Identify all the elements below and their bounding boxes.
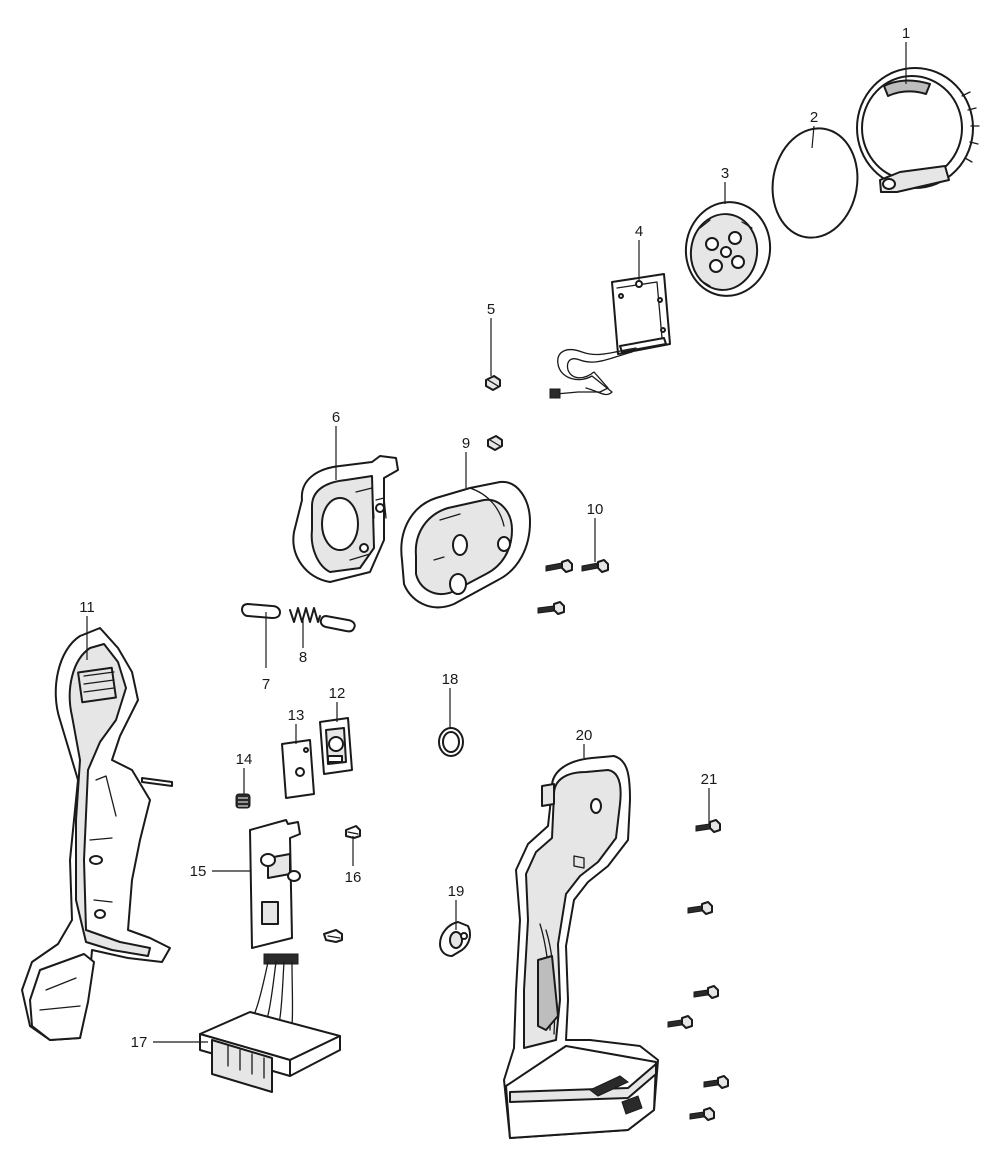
callout-3: 3: [721, 165, 729, 182]
part-21-screw: [695, 819, 721, 833]
part-10-screw: [545, 559, 573, 573]
part-14-spring: [235, 793, 251, 809]
part-2-lens: [771, 127, 859, 239]
part-16-screw-2: [323, 929, 343, 943]
part-12-switch: [319, 717, 353, 775]
part-21-screw-2: [687, 901, 713, 915]
part-15-bracket: [249, 819, 301, 949]
part-6-head-housing: [292, 455, 399, 583]
part-3-led-holder: [684, 201, 772, 297]
part-10-screw-3: [537, 601, 565, 615]
part-1-lens-ring: [856, 67, 980, 193]
callout-20: 20: [576, 727, 593, 744]
part-8-spring: [289, 607, 321, 623]
callout-16: 16: [345, 869, 362, 886]
callout-2: 2: [810, 109, 818, 126]
callout-5: 5: [487, 301, 495, 318]
part-4-led-board: [549, 273, 671, 399]
callout-17: 17: [131, 1034, 148, 1051]
part-17-terminal-block: [199, 953, 341, 1093]
part-18-o-ring: [438, 727, 464, 757]
callout-19: 19: [448, 883, 465, 900]
callout-6: 6: [332, 409, 340, 426]
callout-12: 12: [329, 685, 346, 702]
callout-13: 13: [288, 707, 305, 724]
callout-15: 15: [190, 863, 207, 880]
part-10-screw-2: [581, 559, 609, 573]
part-20-right-housing: [503, 755, 659, 1139]
part-19-lock-knob: [439, 921, 471, 957]
part-21-screw-4: [667, 1015, 693, 1029]
callout-18: 18: [442, 671, 459, 688]
part-21-screw-3: [693, 985, 719, 999]
callout-1: 1: [902, 25, 910, 42]
callout-11: 11: [79, 599, 95, 616]
part-5-screw: [485, 375, 501, 391]
callout-7: 7: [262, 676, 270, 693]
callout-4: 4: [635, 223, 643, 240]
part-7-pivot-pin-2: [319, 615, 356, 633]
callout-9: 9: [462, 435, 470, 452]
callout-numbers: 1 2 3 4 5 6 9 10 11 7 8 12 13 14 15 16 1…: [79, 25, 910, 1051]
part-16-screw: [345, 825, 361, 839]
callout-10: 10: [587, 501, 604, 518]
callout-14: 14: [236, 751, 253, 768]
callout-8: 8: [299, 649, 307, 666]
leader-lines: [86, 42, 907, 1043]
callout-21: 21: [701, 771, 718, 788]
part-13-switch-plate: [281, 739, 315, 799]
part-7-pivot-pin: [241, 603, 281, 619]
part-21-screw-6: [689, 1107, 715, 1121]
part-11-left-housing: [21, 627, 173, 1041]
part-9-head-cover: [400, 480, 531, 609]
part-21-screw-5: [703, 1075, 729, 1089]
part-5-screw-2: [487, 435, 503, 451]
